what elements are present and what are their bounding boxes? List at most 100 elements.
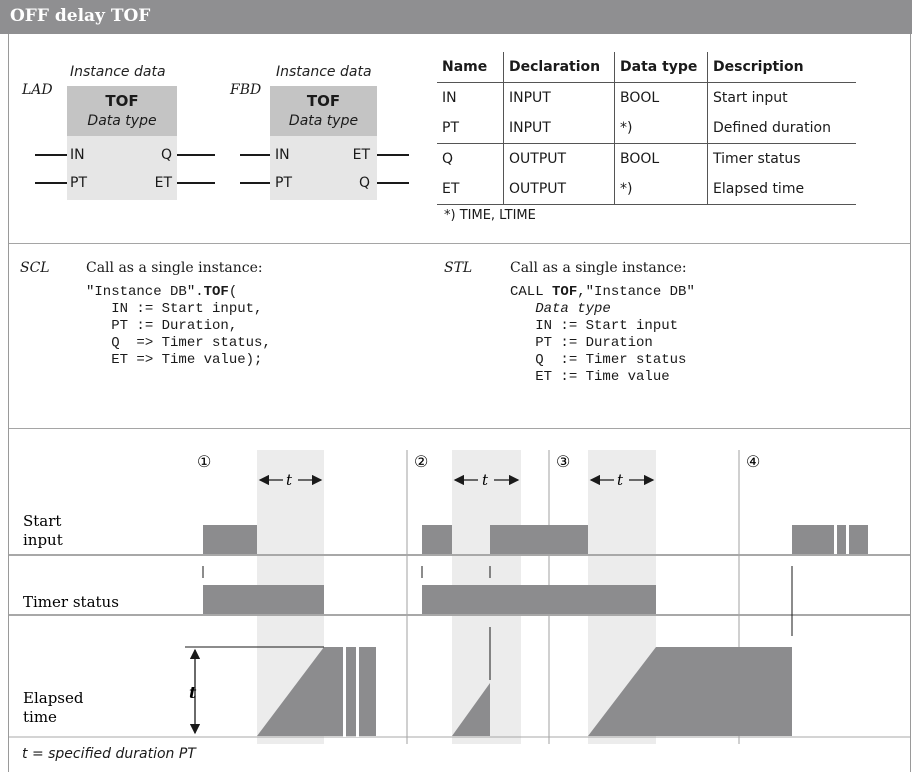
scl-line: Q => Timer status,	[111, 335, 271, 351]
lad-instance-label: Instance data	[70, 64, 166, 80]
ramp	[588, 647, 792, 736]
table-footnote: *) TIME, LTIME	[444, 208, 536, 223]
fbd-pin-q: Q	[358, 175, 370, 191]
cell-description: Defined duration	[707, 113, 856, 144]
scl-line1-prefix: "Instance DB".	[86, 284, 204, 300]
stl-line1-suffix: ,"Instance DB"	[577, 284, 695, 300]
lad-wire-in	[35, 154, 67, 156]
title-bar: OFF delay TOF	[0, 0, 912, 34]
cell-description: Timer status	[707, 143, 856, 174]
lad-wire-pt	[35, 182, 67, 184]
table-row: IN INPUT BOOL Start input	[437, 82, 856, 113]
lad-block-name: TOF	[105, 92, 139, 110]
signal-baselines	[9, 554, 910, 616]
table-row: Q OUTPUT BOOL Timer status	[437, 143, 856, 174]
cell-name: IN	[442, 90, 457, 106]
t-label: t	[482, 471, 489, 489]
start-input-label-line1: Start	[23, 512, 61, 530]
fbd-block: TOF Data type IN PT ET Q	[270, 86, 377, 200]
cell-declaration: OUTPUT	[503, 174, 615, 205]
table-header-row: Name Declaration Data type Description	[437, 52, 856, 83]
cell-declaration: INPUT	[503, 113, 615, 144]
pulse	[490, 525, 588, 554]
stl-data-type: Data type	[535, 301, 611, 317]
lad-data-type: Data type	[87, 113, 157, 129]
frame	[8, 34, 911, 772]
scl-heading: Call as a single instance:	[86, 260, 263, 276]
page-title: OFF delay TOF	[10, 6, 151, 26]
t-dimension-label: t	[189, 683, 197, 702]
pulse	[422, 585, 656, 614]
pulse-gaps	[834, 525, 849, 554]
separator-top	[9, 243, 910, 244]
lad-block: TOF Data type IN PT Q ET	[67, 86, 177, 200]
fbd-pin-in: IN	[275, 147, 290, 163]
cell-datatype: *)	[614, 174, 708, 205]
cell-declaration: OUTPUT	[503, 143, 615, 174]
marker-1: ①	[197, 452, 211, 471]
table-row: ET OUTPUT *) Elapsed time	[437, 174, 856, 205]
lad-pin-in: IN	[70, 147, 85, 163]
ramp	[257, 647, 376, 736]
marker-4: ④	[746, 452, 760, 471]
elapsed-time-label-line2: time	[23, 708, 57, 726]
cell-datatype: *)	[614, 113, 708, 144]
fbd-block-header: TOF Data type	[270, 86, 377, 136]
pulse	[203, 585, 324, 614]
stl-line: PT := Duration	[535, 335, 653, 351]
lad-pin-et: ET	[154, 175, 172, 191]
t-label: t	[617, 471, 624, 489]
scl-line1-suffix: (	[228, 284, 238, 300]
cell-name: PT	[437, 113, 504, 144]
cell-name: ET	[437, 174, 504, 205]
cell-name: Q	[442, 151, 454, 167]
fbd-instance-label: Instance data	[276, 64, 372, 80]
fbd-wire-q	[377, 182, 409, 184]
table-header-declaration: Declaration	[503, 52, 615, 83]
lad-wire-et	[177, 182, 215, 184]
scl-line: IN := Start input,	[111, 301, 263, 317]
lad-pin-pt: PT	[70, 175, 87, 191]
cell-datatype: BOOL	[614, 82, 708, 113]
scl-line: PT := Duration,	[111, 318, 238, 334]
duration-note: t = specified duration PT	[22, 746, 196, 762]
pulse	[203, 525, 257, 554]
lad-label: LAD	[22, 82, 53, 98]
marker-3: ③	[556, 452, 570, 471]
lad-wire-q	[177, 154, 215, 156]
cell-description: Start input	[707, 82, 856, 113]
fbd-wire-pt	[240, 182, 270, 184]
lad-pin-q: Q	[160, 147, 172, 163]
stl-label: STL	[444, 260, 473, 276]
fbd-label: FBD	[230, 82, 262, 98]
cell-declaration: INPUT	[503, 82, 615, 113]
stl-line1-func: TOF	[552, 284, 578, 300]
table-header-datatype: Data type	[614, 52, 708, 83]
lad-block-header: TOF Data type	[67, 86, 177, 136]
pulse	[422, 525, 452, 554]
ramp	[452, 683, 490, 736]
edge-ticks	[202, 566, 793, 680]
timer-status-pulses	[203, 585, 656, 614]
fbd-pin-pt: PT	[275, 175, 292, 191]
stl-line: IN := Start input	[535, 318, 679, 334]
fbd-wire-et	[377, 154, 409, 156]
stl-line1-prefix: CALL	[510, 284, 553, 300]
parameter-table: Name Declaration Data type Description I…	[437, 52, 856, 205]
stl-code: CALL TOF,"Instance DB" Data type IN := S…	[510, 284, 695, 386]
table-header-description: Description	[707, 52, 856, 83]
stl-line: Q := Timer status	[535, 352, 687, 368]
scl-line: ET => Time value);	[111, 352, 263, 368]
stl-heading: Call as a single instance:	[510, 260, 687, 276]
table-header-name: Name	[437, 52, 504, 83]
marker-2: ②	[414, 452, 428, 471]
table-row: PT INPUT *) Defined duration	[437, 113, 856, 144]
fbd-block-name: TOF	[306, 92, 341, 110]
elapsed-time-label-line1: Elapsed	[23, 689, 84, 707]
scl-line1-func: TOF	[203, 284, 229, 300]
ramp-gaps	[343, 647, 359, 737]
scl-code: "Instance DB".TOF( IN := Start input, PT…	[86, 284, 271, 369]
pulse	[792, 525, 868, 554]
elapsed-time-ramps	[257, 647, 792, 736]
